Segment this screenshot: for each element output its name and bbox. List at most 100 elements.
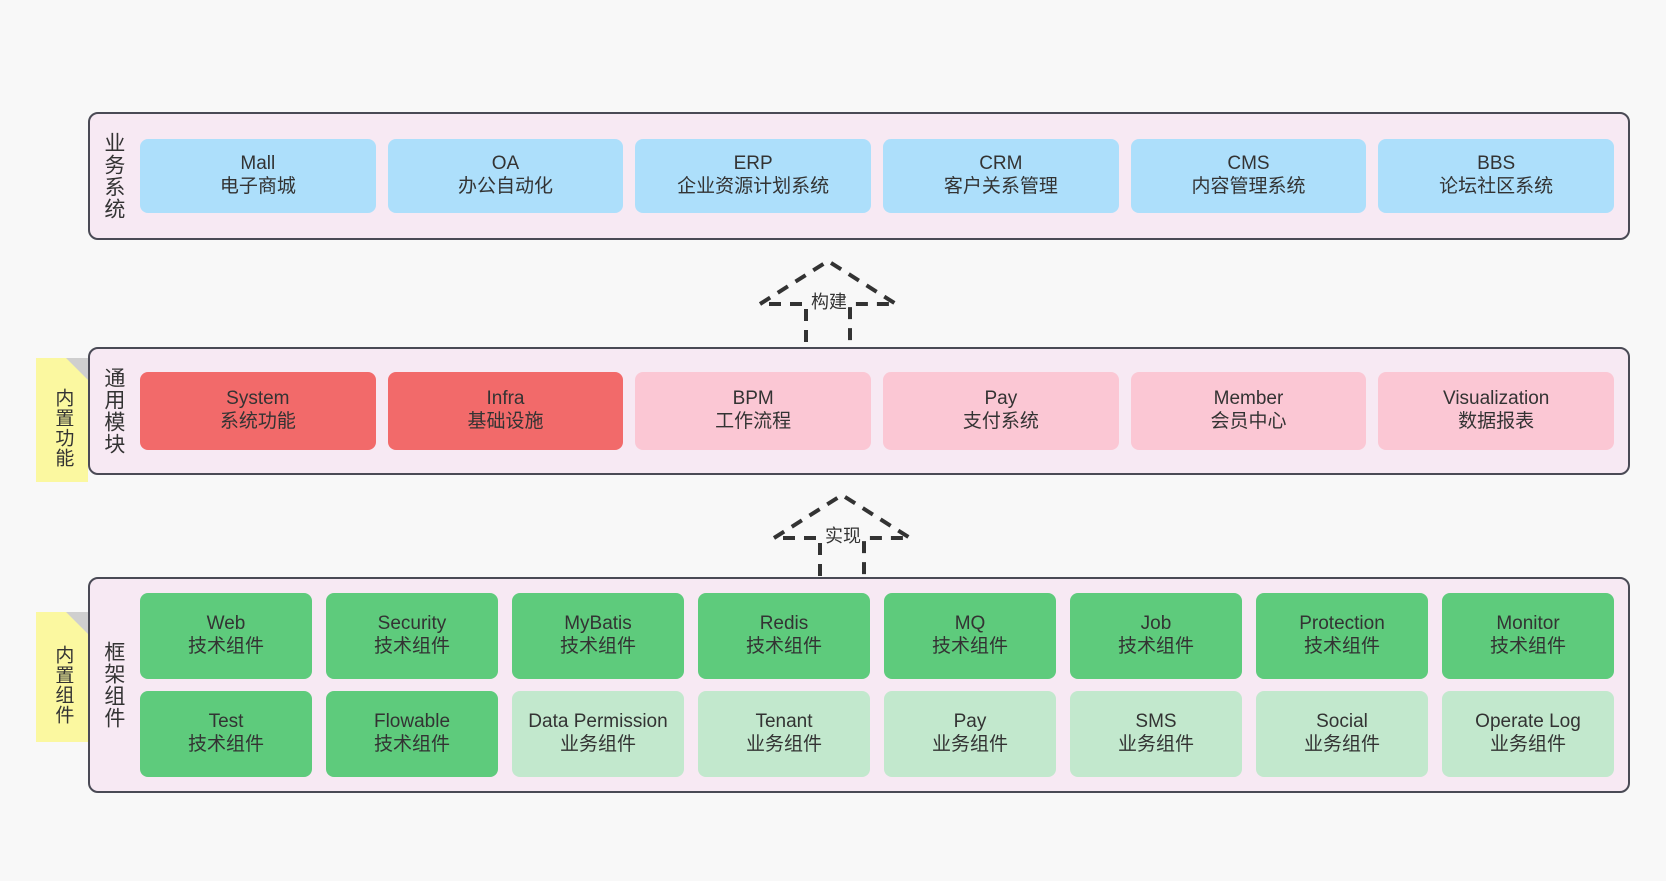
arrow-implement-label: 实现: [825, 526, 861, 546]
card-subtitle-cn: 技术组件: [1303, 635, 1380, 657]
card-title-en: Mall: [240, 153, 276, 175]
card-title-en: Data Permission: [528, 711, 668, 733]
card-title-en: Web: [206, 613, 246, 635]
card-subtitle-cn: 业务组件: [559, 733, 636, 755]
card-subtitle-cn: 业务组件: [1117, 733, 1194, 755]
card-subtitle-cn: 企业资源计划系统: [677, 175, 830, 197]
sticky-fold-icon: [66, 358, 88, 380]
card-title-en: Infra: [486, 388, 525, 410]
card-title-en: SMS: [1135, 711, 1177, 733]
card-subtitle-cn: 办公自动化: [457, 175, 553, 197]
card-title-en: Member: [1213, 388, 1284, 410]
card-subtitle-cn: 业务组件: [1489, 733, 1566, 755]
arrow-build-label: 构建: [811, 292, 847, 312]
card-subtitle-cn: 技术组件: [187, 635, 264, 657]
card-title-en: BBS: [1477, 153, 1516, 175]
card-title-en: Operate Log: [1475, 711, 1581, 733]
card-title-en: Protection: [1299, 613, 1385, 635]
card-subtitle-cn: 内容管理系统: [1191, 175, 1306, 197]
card-subtitle-cn: 技术组件: [745, 635, 822, 657]
card-title-en: OA: [491, 153, 520, 175]
layer-framework-component-title: 框架组件: [101, 641, 125, 729]
card-subtitle-cn: 电子商城: [219, 175, 296, 197]
card-subtitle-cn: 工作流程: [715, 410, 792, 432]
card-subtitle-cn: 支付系统: [962, 410, 1039, 432]
card-title-en: ERP: [733, 153, 773, 175]
card-subtitle-cn: 技术组件: [931, 635, 1008, 657]
card-subtitle-cn: 技术组件: [559, 635, 636, 657]
sticky-note-builtin-component: 内置组件: [36, 612, 88, 742]
card-subtitle-cn: 技术组件: [1117, 635, 1194, 657]
sticky-note-builtin-function-label: 内置功能: [52, 388, 74, 468]
card-title-en: Social: [1316, 711, 1368, 733]
card-title-en: Job: [1140, 613, 1172, 635]
card-subtitle-cn: 系统功能: [219, 410, 296, 432]
card-subtitle-cn: 业务组件: [1303, 733, 1380, 755]
card-title-en: Tenant: [755, 711, 813, 733]
card-title-en: Visualization: [1443, 388, 1550, 410]
sticky-note-builtin-function: 内置功能: [36, 358, 88, 482]
card-subtitle-cn: 业务组件: [931, 733, 1008, 755]
card-title-en: CRM: [979, 153, 1023, 175]
card-title-en: Flowable: [373, 711, 451, 733]
card-title-en: Pay: [984, 388, 1018, 410]
card-title-en: Monitor: [1496, 613, 1560, 635]
card-subtitle-cn: 技术组件: [373, 635, 450, 657]
card-subtitle-cn: 业务组件: [745, 733, 822, 755]
arrow-implement: 实现: [767, 492, 917, 578]
card-subtitle-cn: 会员中心: [1210, 410, 1287, 432]
sticky-fold-icon: [66, 612, 88, 634]
card-subtitle-cn: 客户关系管理: [943, 175, 1058, 197]
card-title-en: System: [226, 388, 290, 410]
card-title-en: Pay: [953, 711, 987, 733]
layer-common-module-title: 通用模块: [101, 367, 125, 455]
card-subtitle-cn: 技术组件: [187, 733, 264, 755]
card-title-en: Redis: [759, 613, 809, 635]
sticky-note-builtin-component-label: 内置组件: [52, 645, 74, 725]
card-subtitle-cn: 基础设施: [467, 410, 544, 432]
card-title-en: Security: [377, 613, 447, 635]
arrow-build: 构建: [753, 258, 903, 344]
card-title-en: MyBatis: [564, 613, 632, 635]
card-subtitle-cn: 技术组件: [1489, 635, 1566, 657]
card-subtitle-cn: 论坛社区系统: [1439, 175, 1554, 197]
card-subtitle-cn: 数据报表: [1458, 410, 1535, 432]
card-title-en: BPM: [732, 388, 774, 410]
card-subtitle-cn: 技术组件: [373, 733, 450, 755]
card-title-en: Test: [208, 711, 244, 733]
